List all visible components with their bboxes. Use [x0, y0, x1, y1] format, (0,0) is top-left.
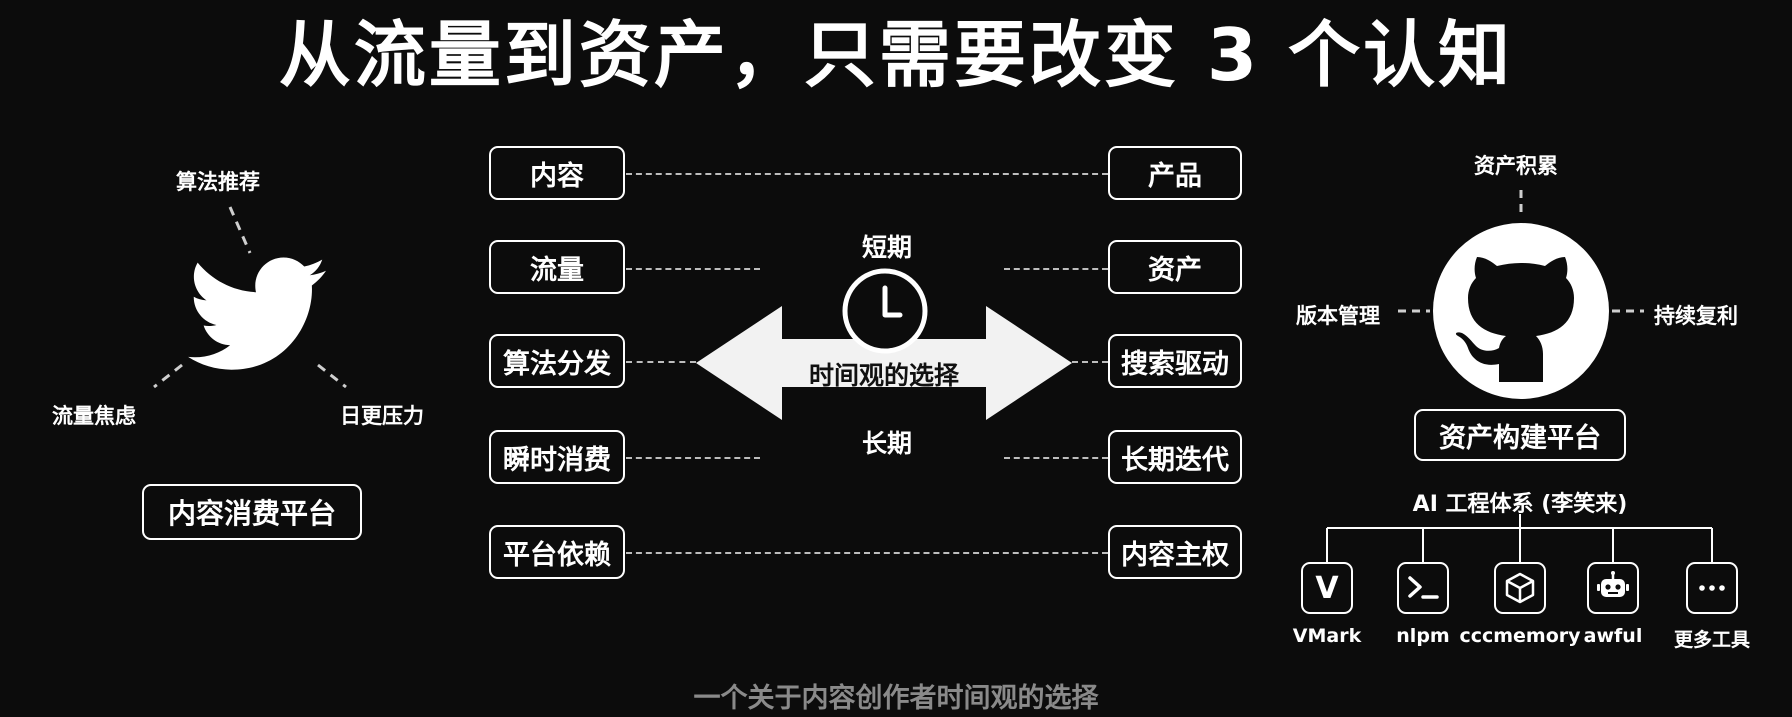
right-item-search-driven: 搜索驱动	[1108, 334, 1242, 388]
left-item-content: 内容	[489, 146, 625, 200]
clock-icon	[842, 268, 928, 354]
long-term-label: 长期	[862, 429, 913, 458]
label-asset-accumulation: 资产积累	[1474, 154, 1558, 178]
tool-name-nlpm: nlpm	[1396, 625, 1450, 647]
dashed-connector	[1004, 268, 1108, 270]
tool-name-vmark: VMark	[1292, 625, 1362, 647]
cube-icon	[1505, 572, 1535, 604]
terminal-icon	[1408, 576, 1439, 599]
twitter-bird-icon	[153, 206, 347, 389]
right-item-long-term-iteration: 长期迭代	[1108, 430, 1242, 484]
right-item-content-sovereignty: 内容主权	[1108, 525, 1242, 579]
more-dots-icon	[1699, 585, 1725, 591]
nlpm-tool	[1397, 562, 1449, 614]
tool-tree-connector	[1326, 514, 1713, 562]
left-item-platform-dependency: 平台依赖	[489, 525, 625, 579]
robot-icon	[1597, 571, 1629, 597]
content-consumption-platform-label: 内容消费平台	[142, 484, 362, 540]
left-item-instant-consumption: 瞬时消费	[489, 430, 625, 484]
tool-name-cccmemory: cccmemory	[1459, 625, 1581, 647]
dashed-connector	[1004, 457, 1108, 459]
vmark-tool: V	[1301, 562, 1353, 614]
dashed-connector	[626, 457, 760, 459]
label-version-management: 版本管理	[1296, 304, 1380, 328]
github-octocat-icon	[1398, 190, 1644, 399]
time-perspective-choice-label: 时间观的选择	[808, 361, 959, 390]
short-term-label: 短期	[862, 233, 913, 262]
tool-name-awful: awful	[1583, 625, 1643, 647]
letter-v-icon: V	[1315, 570, 1339, 606]
page-subtitle: 一个关于内容创作者时间观的选择	[693, 683, 1099, 714]
left-item-algorithm-distribution: 算法分发	[489, 334, 625, 388]
label-daily-update-pressure: 日更压力	[340, 404, 424, 428]
awful-tool	[1587, 562, 1639, 614]
label-traffic-anxiety: 流量焦虑	[52, 404, 136, 428]
more-tools-tool	[1686, 562, 1738, 614]
right-item-product: 产品	[1108, 146, 1242, 200]
dashed-connector	[626, 268, 760, 270]
page-title: 从流量到资产，只需要改变 3 个认知	[278, 13, 1514, 97]
right-item-asset: 资产	[1108, 240, 1242, 294]
ai-engineering-system-title: AI 工程体系 (李笑来)	[1412, 492, 1628, 517]
label-algorithm-recommendation: 算法推荐	[176, 170, 260, 194]
dashed-connector	[626, 361, 696, 363]
dashed-connector	[626, 552, 1108, 554]
label-continuous-compounding: 持续复利	[1654, 304, 1738, 328]
dashed-connector	[1072, 361, 1108, 363]
cccmemory-tool	[1494, 562, 1546, 614]
tool-name-more-tools: 更多工具	[1673, 629, 1750, 651]
dashed-connector	[626, 173, 1108, 175]
double-arrow-icon	[696, 306, 1072, 420]
asset-building-platform-label: 资产构建平台	[1414, 409, 1626, 461]
left-item-traffic: 流量	[489, 240, 625, 294]
